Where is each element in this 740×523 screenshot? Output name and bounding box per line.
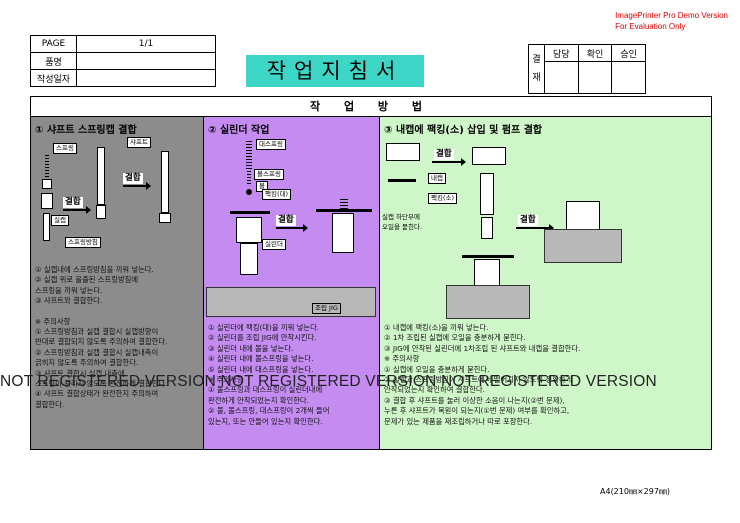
assembled-cap-shape [159,213,171,223]
product-value [76,52,216,70]
step-2-notes: ① 실린더에 팩킹(대)을 끼워 넣는다.② 실린더를 조립 JIG에 안착시킨… [208,323,330,426]
oil-note-1: 실캡 하단부에 [382,213,420,221]
jig-block-3a [446,285,530,319]
product-label: 품명 [30,52,77,70]
ball-spring-shape [247,171,251,185]
assembled-shaft-shape [161,151,169,213]
arrow-5 [516,224,554,232]
dia-spring-shape [246,141,252,169]
document-title: 작업지침서 [246,55,424,87]
label-packing-big: 팩킹(대) [262,189,292,200]
spring-cap-shape [42,179,52,189]
step-2-panel: ② 실린더 작업 대스프링 볼스프링 볼 팩킹(대) 실린더 결합 조립 JIG… [204,117,379,449]
label-inner-cap: 내캡 [428,173,446,184]
cylinder-shape-3 [474,259,500,287]
step-1-panel: ① 샤프트 스프링캡 결합 스프링 샤프트 실캡 스프링방침 결합 결합 ① 실… [31,117,203,449]
approval-col-check: 확인 [577,44,613,62]
label-cylinder: 실린더 [262,239,286,250]
label-spring-cap: 스프링방침 [65,237,101,248]
assembled-packing-shape [316,209,372,212]
approval-col-staff: 담당 [544,44,579,62]
step-1-heading: ① 샤프트 스프링캡 결합 [35,125,137,136]
arrow-2 [123,182,151,190]
label-spring: 스프링 [53,143,77,154]
arrow-3 [276,224,308,232]
step-3-panel: ③ 내캡에 팩킹(소) 삽입 및 펌프 결합 결합 내캡 팩킹(소) 실캡 하단… [380,117,711,449]
demo-line-2: For Evaluation Only [615,22,686,31]
arrow-4 [432,158,466,166]
label-join: 결합 [276,215,296,226]
shaft-bottom-shape [96,205,106,219]
lower-part-shape [43,213,50,241]
cylinder-body-shape [240,243,258,275]
shaft-cap-shape [481,217,493,239]
page-label: PAGE [30,35,77,53]
step-1-notes: ① 실캡내에 스프링방침을 끼워 넣는다.② 실캡 위로 올출된 스프링방침에 … [35,265,168,409]
oil-note-2: 오일을 묻힌다. [382,223,423,231]
label-dia-spring: 대스프링 [256,139,286,150]
page-value: 1/1 [76,35,216,53]
approval-col-approve: 승인 [611,44,646,62]
seal-cap-shape [41,193,53,209]
assembled-pump-top-shape [566,201,600,231]
arrow-1 [63,206,91,214]
content-frame [30,116,712,450]
step-3-heading: ③ 내캡에 팩킹(소) 삽입 및 펌프 결합 [384,125,543,136]
cylinder-top-shape [236,217,262,243]
date-label: 작성일자 [30,69,77,87]
approval-side-label: 결 재 [528,44,545,94]
assembled-cylinder-shape [332,213,354,253]
jig-block-3b [544,229,622,263]
label-seal: 실캡 [51,215,69,226]
demo-watermark-note: ImagePrinter Pro Demo Version For Evalua… [615,10,728,32]
label-ball: 볼 [256,181,268,192]
date-value [76,69,216,87]
approval-table: 결 재 담당 확인 승인 [528,44,646,94]
label-join-1: 결합 [63,197,83,208]
header-info-table: PAGE 1/1 품명 작성일자 [30,35,216,87]
spring-shape [45,155,49,177]
label-join-2: 결합 [123,173,143,184]
label-ball-spring: 볼스프링 [254,169,284,180]
inner-cap-shape [386,143,420,161]
label-jig: 조립 JIG [312,303,341,314]
label-packing-small: 팩킹(소) [428,193,458,204]
not-registered-watermark: NOT REGISTERED VERSION NOT REGISTERED VE… [0,373,657,390]
label-join-3: 결합 [434,149,454,160]
section-title: 작 업 방 법 [30,96,712,116]
shaft-shape [97,147,105,205]
label-shaft: 샤프트 [127,137,151,148]
step-2-heading: ② 실린더 작업 [208,125,270,136]
assembled-spring-shape [340,199,348,209]
jig-block [206,287,376,317]
ball-shape [246,189,252,195]
shaft-vertical-shape [480,173,494,215]
paper-size-footer: A4(210㎜×297㎜) [600,487,671,496]
packing-small-shape [388,179,416,182]
cylinder-packing-shape [462,255,514,258]
label-join-4: 결합 [518,215,538,226]
step-3-notes: ① 내캡에 팩킹(소)을 끼워 넣는다.② 1차 조립된 실캡에 오일을 충분하… [384,323,581,426]
assembled-inner-cap-shape [472,147,506,165]
packing-big-shape [230,211,270,214]
demo-line-1: ImagePrinter Pro Demo Version [615,11,728,20]
